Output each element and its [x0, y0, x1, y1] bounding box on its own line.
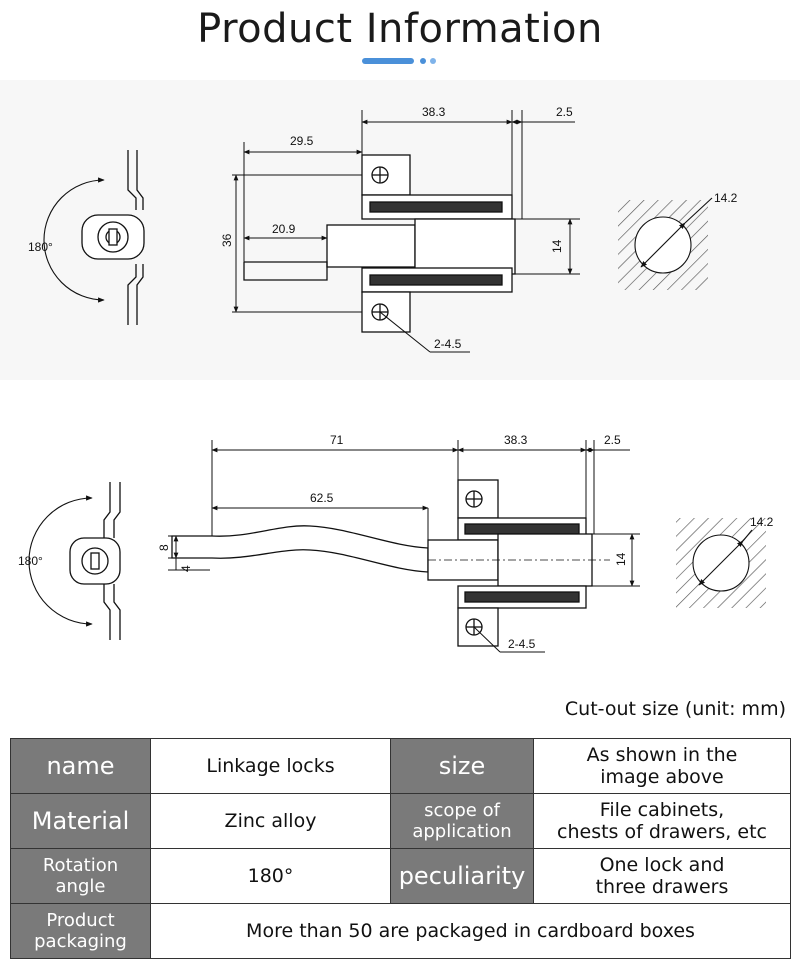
- material-label: Material: [10, 793, 151, 849]
- table-row: name Linkage locks size As shown in the …: [10, 738, 791, 794]
- side-view-rotation: [43, 150, 145, 325]
- packaging-label-line-2: packaging: [34, 931, 127, 952]
- size-value-line-1: As shown in the: [586, 744, 738, 766]
- size-value-line-2: image above: [600, 766, 724, 788]
- packaging-label-line-1: Product: [46, 910, 115, 931]
- rotation-angle-label-line-1: Rotation: [42, 855, 119, 876]
- table-row: Material Zinc alloy scope of application…: [10, 793, 791, 849]
- spec-table: name Linkage locks size As shown in the …: [10, 738, 791, 959]
- dim-cutout: 14.2: [750, 515, 774, 529]
- material-value: Zinc alloy: [150, 793, 391, 849]
- table-row: Rotation angle 180° peculiarity One lock…: [10, 848, 791, 904]
- rotation-label: 180°: [28, 240, 53, 254]
- dim-width-b: 2.5: [604, 433, 621, 447]
- rotation-angle-label: Rotation angle: [10, 848, 151, 904]
- title-accent-dot: [420, 58, 426, 64]
- peculiarity-value-line-1: One lock and: [599, 854, 725, 876]
- dim-length-total: 71: [330, 433, 344, 447]
- drawing-bottom-svg: 180°: [18, 433, 774, 653]
- dim-holes: 2-4.5: [508, 637, 536, 651]
- page-title: Product Information: [197, 6, 603, 52]
- rotation-label: 180°: [18, 554, 43, 568]
- peculiarity-label: peculiarity: [390, 848, 534, 904]
- dim-width-d: 20.9: [272, 222, 296, 236]
- drawing-top-svg: 180° 38.3 2.5 29.5: [0, 80, 800, 380]
- front-view: [243, 154, 516, 333]
- size-label: size: [390, 738, 534, 794]
- dim-cutout: 14.2: [714, 191, 738, 205]
- title-accent-dot: [430, 58, 436, 64]
- side-view-rotation: [28, 482, 121, 640]
- peculiarity-value-line-2: three drawers: [595, 876, 729, 898]
- technical-drawing-top: 180° 38.3 2.5 29.5: [0, 80, 800, 380]
- dim-length-bar: 62.5: [310, 491, 334, 505]
- front-view: [171, 479, 610, 647]
- rotation-angle-value: 180°: [150, 848, 391, 904]
- cutout-view: [618, 197, 713, 290]
- scope-label-line-1: scope of: [424, 800, 500, 821]
- scope-value: File cabinets, chests of drawers, etc: [533, 793, 791, 849]
- dim-width-a: 38.3: [422, 105, 446, 119]
- name-label: name: [10, 738, 151, 794]
- packaging-value: More than 50 are packaged in cardboard b…: [150, 903, 791, 959]
- scope-label-line-2: application: [412, 821, 512, 842]
- front-view-dimensions: [168, 440, 640, 653]
- dim-height: 36: [220, 233, 234, 247]
- front-view-dimensions: [232, 110, 580, 353]
- dim-width-c: 29.5: [290, 134, 314, 148]
- cutout-view: [676, 518, 766, 608]
- dim-bar-offset: 4: [179, 565, 193, 572]
- cutout-caption: Cut-out size (unit: mm): [564, 698, 786, 720]
- dim-diameter: 14: [550, 239, 564, 253]
- size-value: As shown in the image above: [533, 738, 791, 794]
- dim-bar-height: 8: [157, 544, 171, 551]
- dim-width-a: 38.3: [504, 433, 528, 447]
- dim-width-b: 2.5: [556, 105, 573, 119]
- title-accent-bar: [362, 58, 414, 64]
- scope-value-line-2: chests of drawers, etc: [557, 821, 767, 843]
- name-value: Linkage locks: [150, 738, 391, 794]
- scope-label: scope of application: [390, 793, 534, 849]
- rotation-angle-label-line-2: angle: [55, 876, 106, 897]
- packaging-label: Product packaging: [10, 903, 151, 959]
- scope-value-line-1: File cabinets,: [599, 799, 725, 821]
- dim-holes: 2-4.5: [434, 337, 462, 351]
- peculiarity-value: One lock and three drawers: [533, 848, 791, 904]
- table-row: Product packaging More than 50 are packa…: [10, 903, 791, 959]
- dim-diameter: 14: [614, 552, 628, 566]
- technical-drawing-bottom: 180°: [0, 420, 800, 675]
